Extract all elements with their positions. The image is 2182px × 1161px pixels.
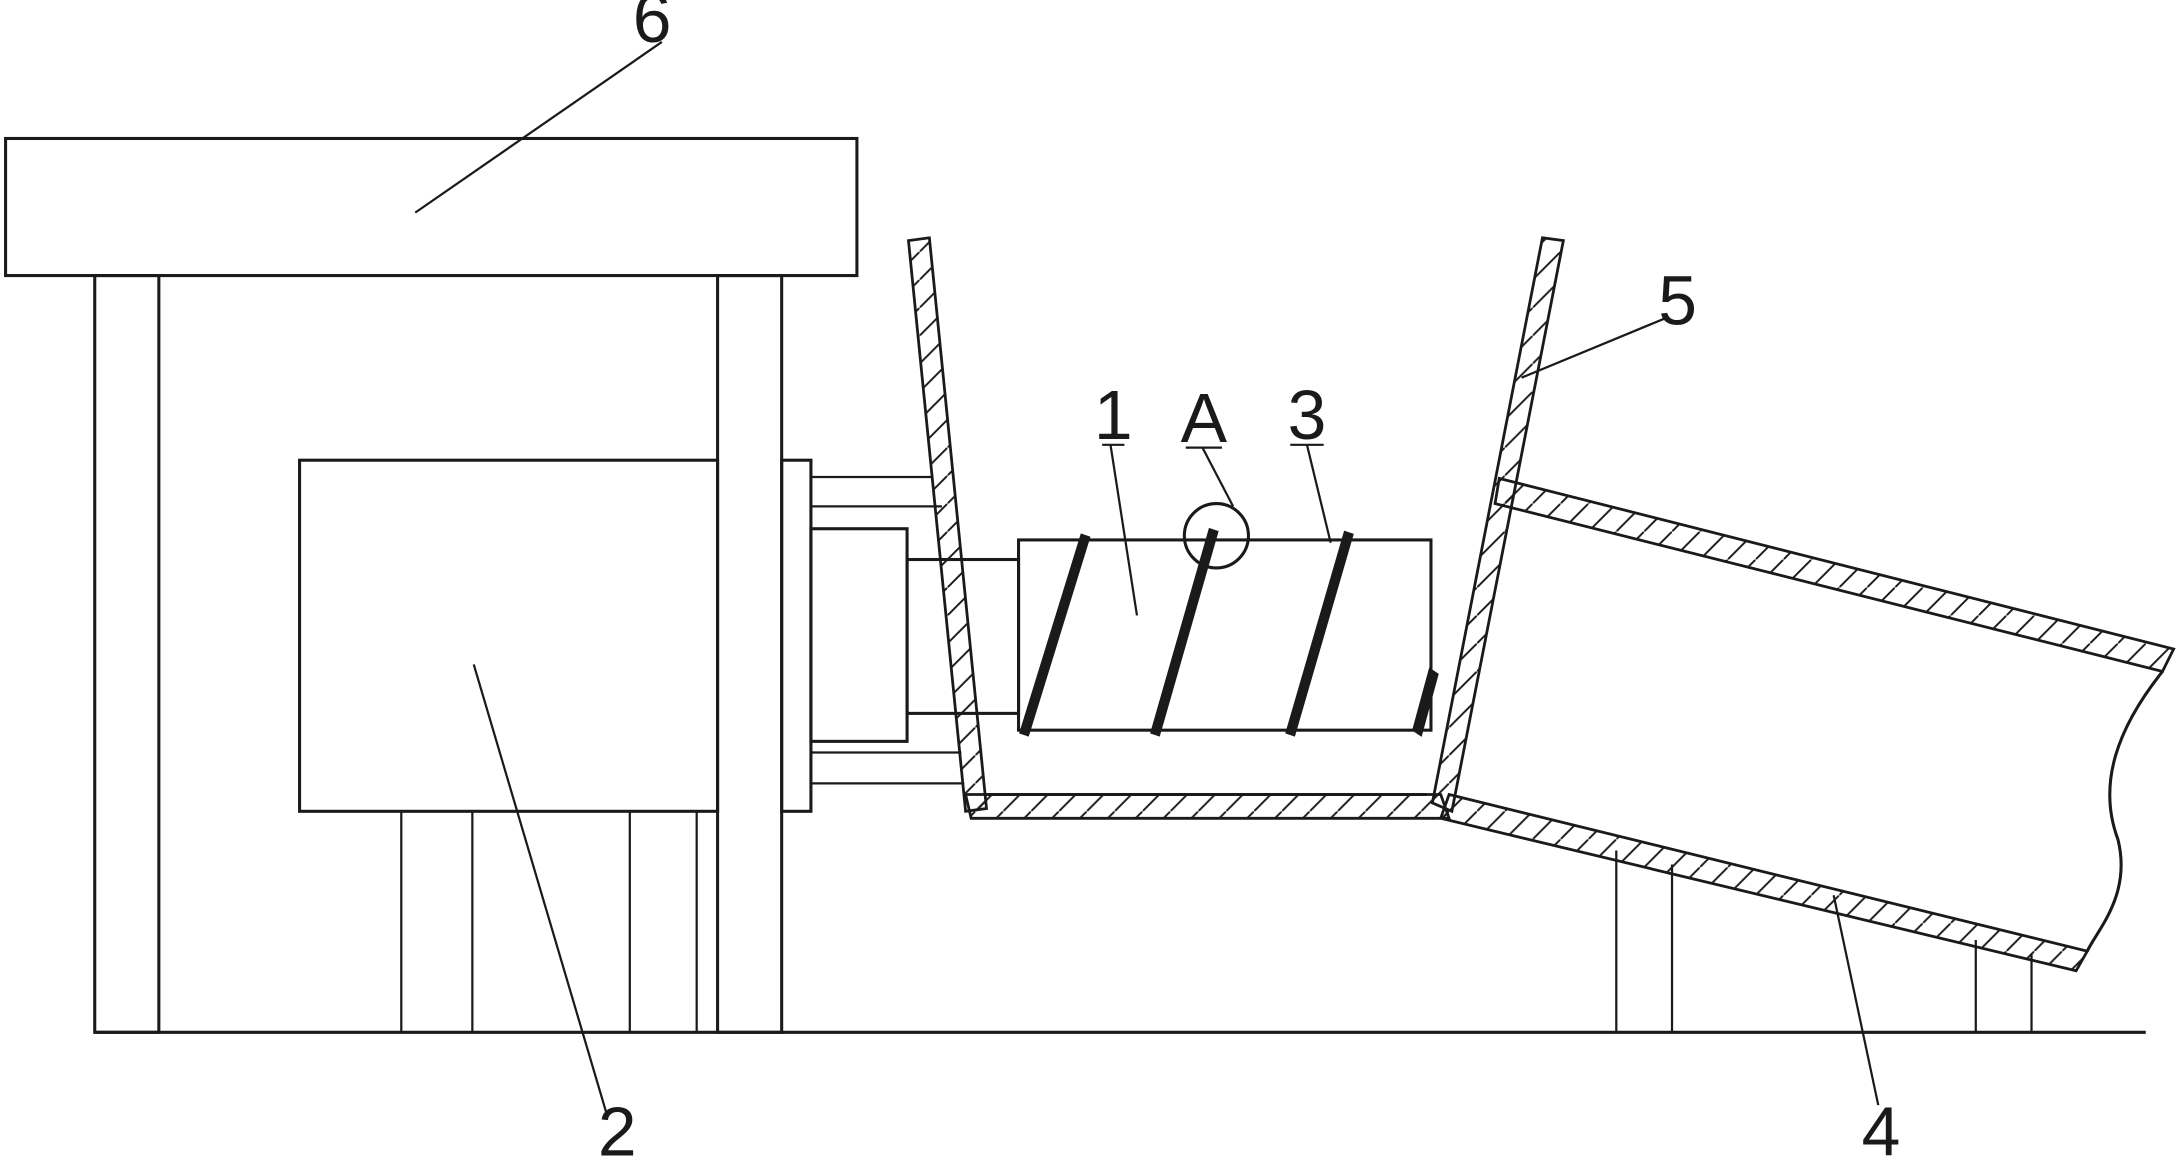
motor-box [298,458,720,1033]
label-a: A [1181,379,1228,457]
label-4: 4 [1862,1092,1901,1161]
label-3: 3 [1288,376,1327,454]
discharge-chute [1438,476,2176,1033]
screw-blades [1019,527,1439,737]
leader-lines [414,41,1880,1113]
coupling-assembly [780,458,1021,813]
label-2: 2 [598,1092,637,1161]
detail-a-circle [1182,502,1250,570]
label-underlines [1102,443,1324,449]
label-6: 6 [633,0,672,57]
screw-shaft [1017,538,1433,732]
label-1: 1 [1094,376,1133,454]
label-5: 5 [1658,261,1697,339]
top-frame [4,136,859,1034]
